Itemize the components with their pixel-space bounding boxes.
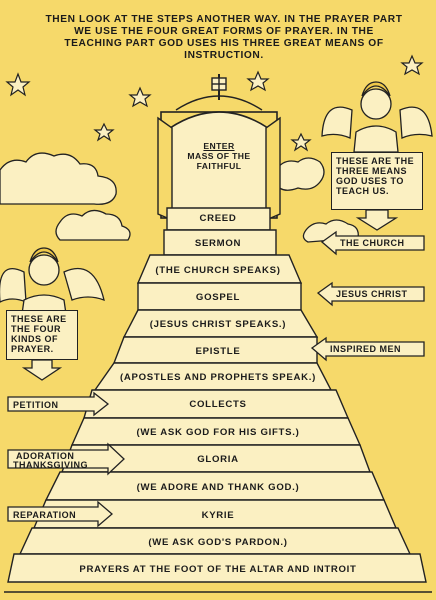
step-label-prayers-foot: PRAYERS AT THE FOOT OF THE ALTAR AND INT… [79,564,357,575]
star-icon [93,122,115,142]
arrow-label-the-church: THE CHURCH [340,238,405,248]
step-label-sermon: SERMON [194,238,242,249]
door-mass-of-faithful: MASS OF THE FAITHFUL [187,151,251,171]
staircase [4,207,432,593]
star-icon [290,132,312,152]
left-arrows [7,391,125,528]
step-label-collects: COLLECTS [189,399,247,410]
arrow-label-reparation: REPARATION [13,510,77,520]
arrow-label-inspired-men: INSPIRED MEN [330,344,402,354]
doorway [157,74,281,222]
step-prayers-foot [7,553,427,583]
cloud-left [0,152,117,205]
intro-text: THEN LOOK AT THE STEPS ANOTHER WAY. IN T… [45,14,403,61]
arrow-right-icon [7,391,110,417]
star-icon [128,86,152,108]
step-label-creed: CREED [199,213,237,224]
arrow-label-petition: PETITION [13,400,59,410]
down-arrow-left [21,359,63,381]
arrow-right-icon [7,500,113,528]
arrow-left-icon [316,281,425,307]
arrow-right-icon [7,442,125,476]
arrow-left-icon [320,230,425,256]
arrow-left-icon [310,336,425,362]
arrow-label-jesus-christ: JESUS CHRIST [336,289,408,299]
door-sign: ENTER MASS OF THE FAITHFUL [187,141,251,171]
sign-three-means: THESE ARE THE THREE MEANS GOD USES TO TE… [331,152,423,210]
star-icon [400,54,424,76]
step-label-gospel: GOSPEL [195,292,241,303]
arrow-label-thanksgiving: THANKSGIVING [13,460,89,470]
arrow-label-adoration: ADORATION [16,451,75,461]
star-icon [5,72,31,97]
angel-left [0,247,105,315]
stars [5,54,424,152]
down-arrow-right [355,209,399,231]
step-label-epistle: EPISTLE [195,346,241,357]
right-arrows [310,230,425,362]
sign-four-kinds: THESE ARE THE FOUR KINDS OF PRAYER. [6,310,78,360]
cloud-left-small [55,209,131,241]
star-icon [246,70,270,92]
step-label-gloria: GLORIA [197,454,239,465]
step-label-jesus-speaks: (JESUS CHRIST SPEAKS.) [149,319,287,330]
step-label-church-speaks: (THE CHURCH SPEAKS) [155,265,281,276]
step-label-adore-thank: (WE ADORE AND THANK GOD.) [136,482,300,493]
step-label-ask-gifts: (WE ASK GOD FOR HIS GIFTS.) [136,427,300,438]
step-label-kyrie: KYRIE [201,510,235,521]
angel-right [321,81,433,153]
step-label-apostles-speak: (APOSTLES AND PROPHETS SPEAK.) [119,372,316,383]
step-label-ask-pardon: (WE ASK GOD'S PARDON.) [148,537,288,548]
door-enter: ENTER [203,141,235,151]
